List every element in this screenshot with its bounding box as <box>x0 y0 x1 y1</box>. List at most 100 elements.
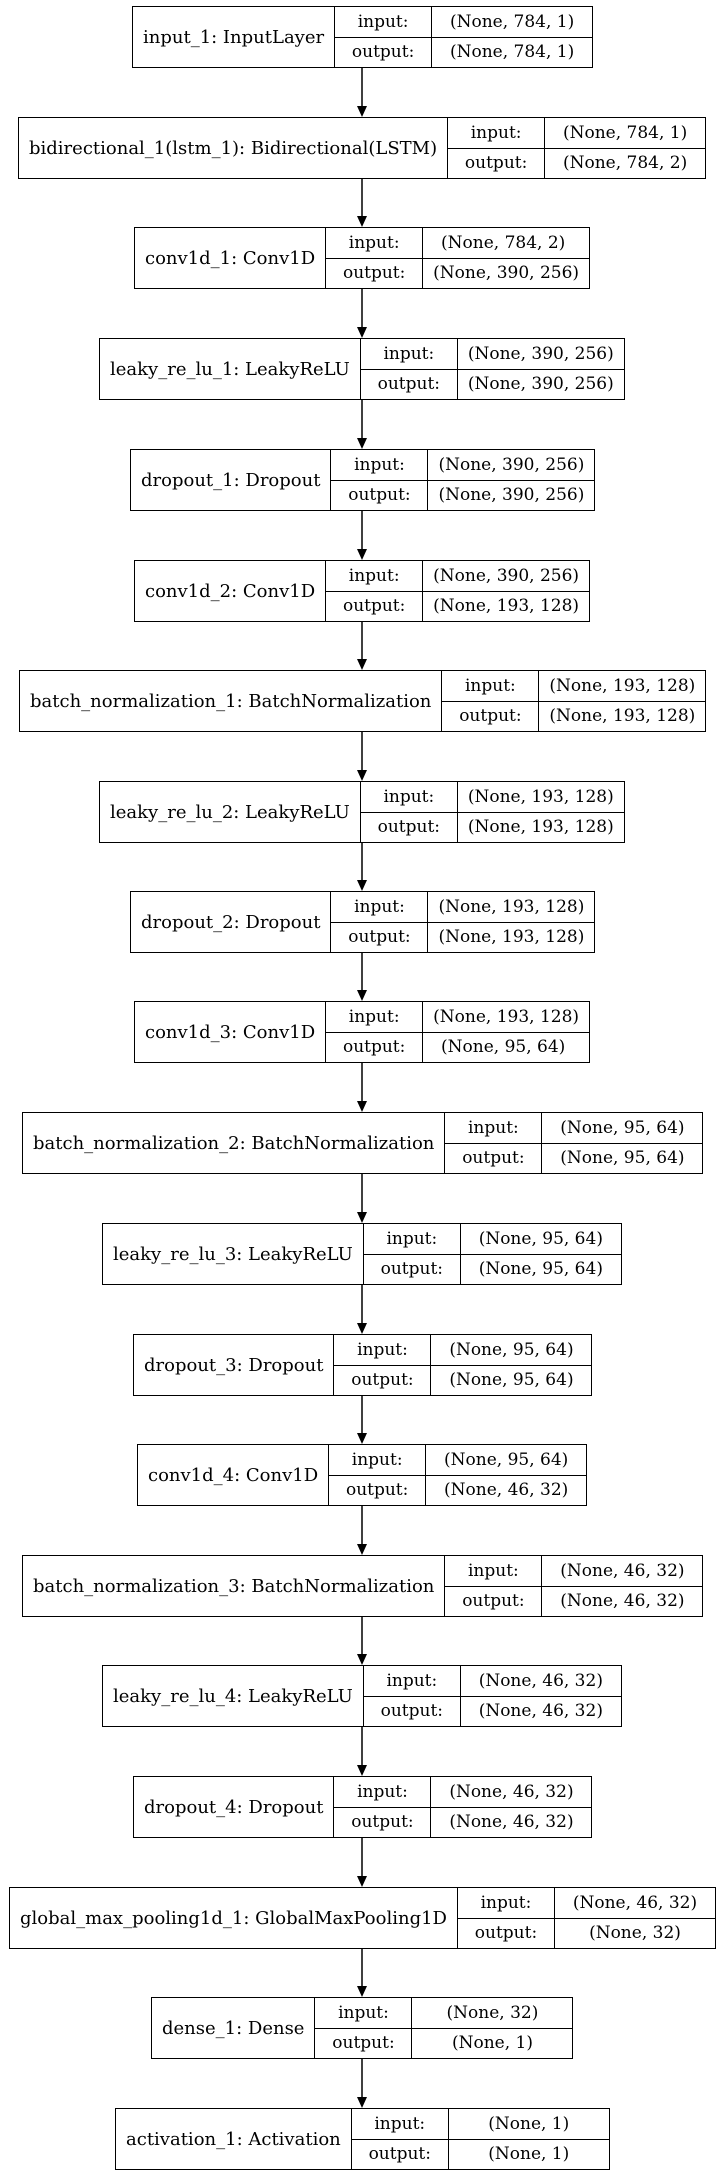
layer-shapes: input:(None, 390, 256)output:(None, 390,… <box>331 450 595 510</box>
layer-name: leaky_re_lu_4: LeakyReLU <box>103 1666 364 1726</box>
output-shape: (None, 46, 32) <box>449 1812 574 1833</box>
input-shape: (None, 95, 64) <box>560 1117 685 1138</box>
input-label: input: <box>442 671 540 701</box>
layer-node: batch_normalization_1: BatchNormalizatio… <box>19 670 707 732</box>
layer-input-row: input: (None, 46, 32) <box>334 1777 591 1807</box>
input-label: input: <box>334 1335 432 1365</box>
edge-arrowhead <box>357 327 367 338</box>
output-shape: (None, 193, 128) <box>467 817 614 838</box>
edge-arrowhead <box>357 1876 367 1887</box>
layer-node: batch_normalization_3: BatchNormalizatio… <box>22 1555 704 1617</box>
layer-output-row: output:(None, 95, 64) <box>445 1142 703 1173</box>
layer-output-row: output: (None, 390, 256) <box>331 479 595 510</box>
output-label: output: <box>442 701 540 731</box>
output-label: output: <box>334 1807 432 1837</box>
input-label: input: <box>448 118 546 148</box>
layer-shapes: input:(None, 32)output:(None, 1) <box>315 1998 573 2058</box>
edge-arrowhead <box>357 1433 367 1444</box>
edge-arrowhead <box>357 880 367 891</box>
layer-shapes: input:(None, 95, 64)output:(None, 95, 64… <box>363 1224 621 1284</box>
layer-shapes: input:(None, 193, 128)output:(None, 193,… <box>331 892 595 952</box>
layer-name: batch_normalization_2: BatchNormalizatio… <box>23 1113 446 1173</box>
output-label: output: <box>458 1918 555 1948</box>
output-label: output: <box>335 37 433 67</box>
layer-shapes: input:(None, 784, 2)output:(None, 390, 2… <box>326 228 590 288</box>
edge-arrowhead <box>357 770 367 781</box>
input-shape: (None, 95, 64) <box>444 1449 569 1470</box>
layer-name: conv1d_4: Conv1D <box>138 1445 330 1505</box>
output-shape: (None, 32) <box>589 1923 681 1944</box>
layer-input-row: input:(None, 193, 128) <box>331 892 594 922</box>
output-label: output: <box>361 812 458 842</box>
layer-input-row: input:(None, 95, 64) <box>334 1335 591 1365</box>
layer-output-row: output: (None, 46, 32) <box>329 1474 587 1505</box>
layer-name: bidirectional_1(lstm_1): Bidirectional(L… <box>19 118 449 178</box>
edge-arrowhead <box>357 659 367 670</box>
input-label: input: <box>352 2109 449 2139</box>
output-label: output: <box>361 369 458 399</box>
layer-name: conv1d_2: Conv1D <box>135 561 327 621</box>
layer-output-row: output:(None, 1) <box>351 2138 609 2169</box>
output-label: output: <box>329 1475 427 1505</box>
edge-arrowhead <box>357 990 367 1001</box>
layer-output-row: output: (None, 193, 128) <box>360 811 624 842</box>
layer-output-row: output: (None, 46, 32) <box>334 1806 592 1837</box>
layer-name: batch_normalization_1: BatchNormalizatio… <box>20 671 443 731</box>
input-shape: (None, 46, 32) <box>449 1781 574 1802</box>
layer-shapes: input:(None, 784, 1)output:(None, 784, 1… <box>335 7 593 67</box>
output-shape: (None, 46, 32) <box>444 1480 569 1501</box>
edge-arrowhead <box>357 2097 367 2108</box>
layer-name: leaky_re_lu_1: LeakyReLU <box>100 339 361 399</box>
output-label: output: <box>331 480 429 510</box>
layer-name: dropout_4: Dropout <box>134 1777 335 1837</box>
output-label: output: <box>326 1032 424 1062</box>
layer-input-row: input:(None, 193, 128) <box>361 782 624 812</box>
output-shape: (None, 95, 64) <box>449 1370 574 1391</box>
layer-output-row: output:(None, 46, 32) <box>363 1695 621 1726</box>
edge-arrowhead <box>357 106 367 117</box>
layer-input-row: input:(None, 390, 256) <box>361 339 624 369</box>
layer-output-row: output:(None, 390, 256) <box>360 368 624 399</box>
layer-output-row: output:(None, 46, 32) <box>445 1585 703 1616</box>
layer-output-row: output:(None, 193, 128) <box>331 921 595 952</box>
input-label: input: <box>326 561 424 591</box>
layer-output-row: output:(None, 1) <box>315 2027 573 2058</box>
input-shape: (None, 193, 128) <box>433 1006 580 1027</box>
input-shape: (None, 390, 256) <box>467 343 614 364</box>
layer-input-row: input: (None, 95, 64) <box>329 1445 586 1475</box>
edge-arrowhead <box>357 1654 367 1665</box>
input-label: input: <box>364 1224 461 1254</box>
input-label: input: <box>326 228 424 258</box>
layer-shapes: input:(None, 390, 256)output:(None, 193,… <box>326 561 590 621</box>
output-shape: (None, 390, 256) <box>438 485 585 506</box>
output-shape: (None, 46, 32) <box>560 1591 685 1612</box>
input-label: input: <box>334 1777 432 1807</box>
input-shape: (None, 46, 32) <box>560 1560 685 1581</box>
input-shape: (None, 193, 128) <box>438 896 585 917</box>
output-shape: (None, 46, 32) <box>478 1701 603 1722</box>
edge-arrowhead <box>357 1101 367 1112</box>
layer-output-row: output:(None, 390, 256) <box>326 257 590 288</box>
output-label: output: <box>445 1143 543 1173</box>
input-shape: (None, 46, 32) <box>572 1892 698 1913</box>
output-shape: (None, 193, 128) <box>549 706 696 727</box>
edge-arrowhead <box>357 1212 367 1223</box>
layer-shapes: input:(None, 46, 32)output:(None, 46, 32… <box>445 1556 703 1616</box>
layer-shapes: input:(None, 193, 128)output:(None, 193,… <box>442 671 706 731</box>
input-shape: (None, 390, 256) <box>438 454 585 475</box>
layer-input-row: input:(None, 784, 2) <box>326 228 589 258</box>
edge-arrowhead <box>357 1986 367 1997</box>
layer-shapes: input:(None, 784, 1)output:(None, 784, 2… <box>448 118 706 178</box>
layer-input-row: input:(None, 784, 1) <box>335 7 592 37</box>
input-label: input: <box>329 1445 427 1475</box>
output-label: output: <box>448 148 546 178</box>
layer-node: batch_normalization_2: BatchNormalizatio… <box>22 1112 704 1174</box>
